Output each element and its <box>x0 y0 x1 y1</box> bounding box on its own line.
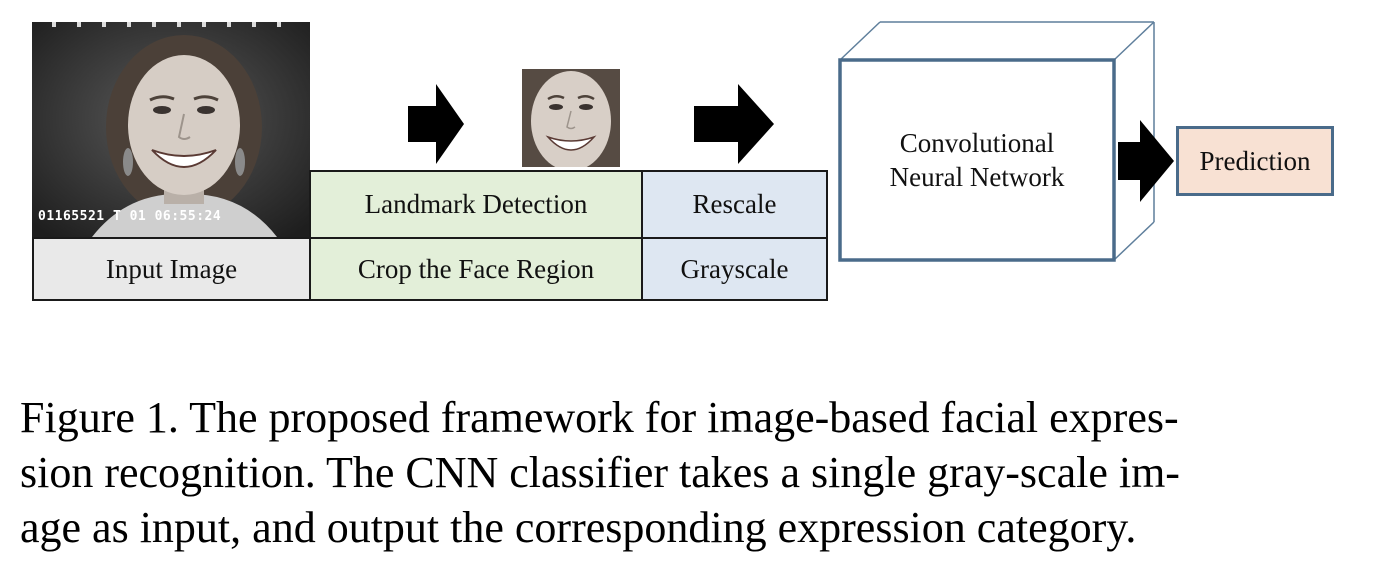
caption-line-3: age as input, and output the correspondi… <box>20 503 1137 552</box>
rescale-box: Rescale <box>641 170 828 239</box>
pipeline-figure: 01165521 T 01 06:55:24 Input Image Landm… <box>32 21 1334 301</box>
photo-timestamp-overlay: 01165521 T 01 06:55:24 <box>38 209 222 224</box>
crop-face-box: Crop the Face Region <box>309 237 643 301</box>
prediction-label: Prediction <box>1199 145 1311 176</box>
input-image-box: Input Image <box>32 237 311 301</box>
arrow-right-icon <box>694 84 774 164</box>
cnn-label-line2: Neural Network <box>889 162 1065 192</box>
caption-line-2: sion recognition. The CNN classifier tak… <box>20 448 1180 497</box>
grayscale-box: Grayscale <box>641 237 828 301</box>
cropped-face-thumbnail <box>522 69 620 167</box>
cnn-label: Convolutional Neural Network <box>840 126 1114 194</box>
prediction-box: Prediction <box>1176 126 1334 196</box>
cnn-cube <box>838 21 1155 262</box>
input-image-label: Input Image <box>105 253 238 284</box>
arrow-right-icon <box>1118 120 1174 202</box>
grayscale-label: Grayscale <box>680 253 789 284</box>
rescale-label: Rescale <box>692 189 777 219</box>
landmark-detection-label: Landmark Detection <box>364 189 588 219</box>
input-face-photo: 01165521 T 01 06:55:24 <box>32 22 310 237</box>
figure-caption: Figure 1. The proposed framework for ima… <box>20 390 1370 555</box>
cnn-label-line1: Convolutional <box>899 128 1055 158</box>
landmark-detection-box: Landmark Detection <box>309 170 643 239</box>
arrow-right-icon <box>408 84 464 164</box>
crop-face-label: Crop the Face Region <box>357 253 595 284</box>
caption-line-1: Figure 1. The proposed framework for ima… <box>20 393 1179 442</box>
